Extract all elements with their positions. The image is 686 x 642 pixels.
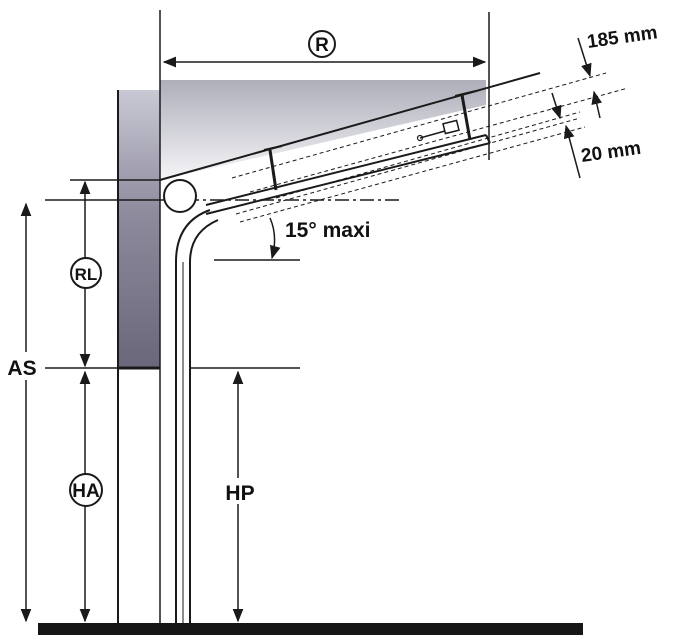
floor (38, 623, 583, 635)
hp-label: HP (225, 482, 254, 505)
ha-label: HA (72, 481, 100, 502)
spring-mechanism (416, 119, 460, 142)
hanger-right (460, 94, 472, 141)
ha-circle (69, 473, 103, 507)
ceiling-line (159, 72, 541, 181)
track-gap-label: 20 mm (580, 138, 643, 167)
track-outer (175, 209, 211, 623)
as-label: AS (7, 357, 36, 380)
track-inner (189, 219, 219, 623)
headroom-arrow-top (577, 37, 592, 78)
hanger-left (268, 149, 278, 191)
lintel-wall (118, 90, 160, 368)
angle-arc (269, 217, 281, 260)
track-gap-arrow-bottom (563, 124, 581, 179)
angle-label: 15° maxi (285, 219, 370, 242)
drum (163, 179, 197, 213)
headroom-arrow-bottom (591, 90, 602, 119)
track-gap-arrow-top (551, 92, 562, 120)
rl-label: RL (75, 265, 98, 284)
r-circle (308, 30, 336, 58)
headroom-label: 185 mm (586, 22, 659, 53)
ceiling-shading (160, 80, 486, 180)
rl-circle (70, 257, 102, 289)
dimension-guides (231, 72, 629, 223)
r-label: R (315, 35, 329, 56)
